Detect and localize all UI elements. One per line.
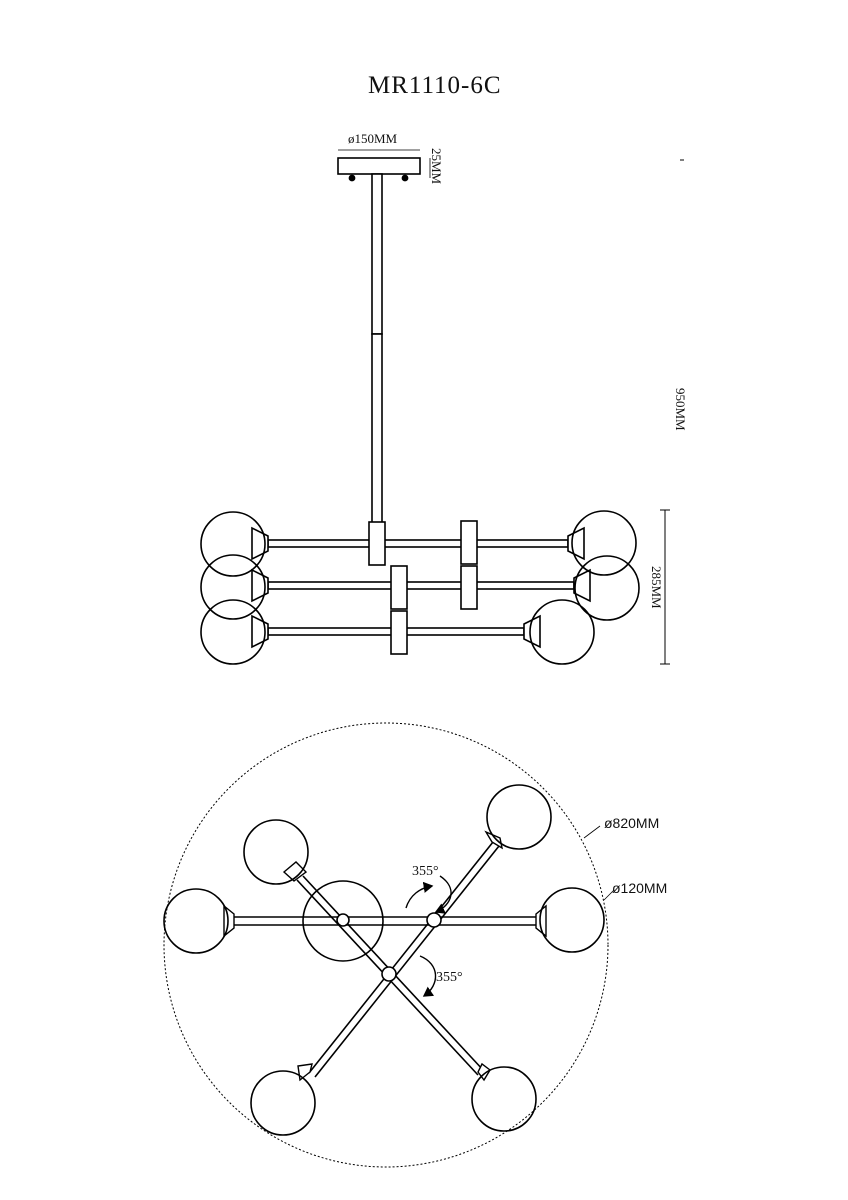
globe-top-center — [302, 880, 384, 962]
globe-side-left-bottom — [200, 599, 266, 665]
globe-side-right-top — [571, 510, 637, 576]
pivot-center — [381, 966, 397, 982]
stem-upper — [371, 173, 383, 335]
globe-top-far-left — [163, 888, 229, 954]
body-height-label: 285MM — [649, 566, 664, 609]
globe-top-lower-left — [250, 1070, 316, 1136]
rotation-lower-label: 355° — [436, 970, 463, 985]
globe-diameter-label: ø120MM — [612, 880, 668, 896]
connector-block-2 — [460, 520, 478, 565]
connector-block-3 — [460, 565, 478, 610]
arm-diagonal-ne-sw — [308, 841, 494, 1074]
model-title: MR1110-6C — [368, 72, 502, 99]
overall-height-label: 950MM — [673, 388, 688, 431]
canopy-height-label: 25MM — [429, 148, 444, 185]
top-view — [163, 722, 615, 1168]
canopy-diameter-label: ø150MM — [348, 131, 398, 146]
globe-side-left-middle — [200, 554, 266, 620]
canopy-plate — [337, 157, 421, 175]
arm-row-middle — [251, 568, 591, 603]
connector-block-4 — [390, 565, 408, 610]
pivot-right — [426, 912, 442, 928]
rotation-upper-label: 355° — [412, 864, 439, 879]
rotation-arrow-lower — [419, 955, 437, 997]
rotation-arrow-upper — [434, 875, 452, 914]
side-view-dimensions — [338, 149, 684, 665]
globe-top-lower-right — [471, 1066, 537, 1132]
span-diameter-label: ø820MM — [604, 815, 660, 831]
arm-row-top — [251, 526, 585, 561]
globe-top-upper-left — [243, 819, 309, 885]
globe-side-left-top — [200, 511, 266, 577]
globe-top-far-right — [539, 887, 605, 953]
connector-block-1 — [368, 521, 386, 566]
globe-side-right-middle — [574, 555, 640, 621]
connector-block-5 — [390, 610, 408, 655]
side-view — [200, 157, 640, 665]
span-outline — [163, 722, 609, 1168]
globe-top-upper-right — [486, 784, 552, 850]
stem-lower — [371, 333, 383, 525]
pivot-left — [336, 913, 350, 927]
globe-side-right-bottom — [529, 599, 595, 665]
canopy-screw-left — [348, 174, 356, 182]
canopy-screw-right — [401, 174, 409, 182]
